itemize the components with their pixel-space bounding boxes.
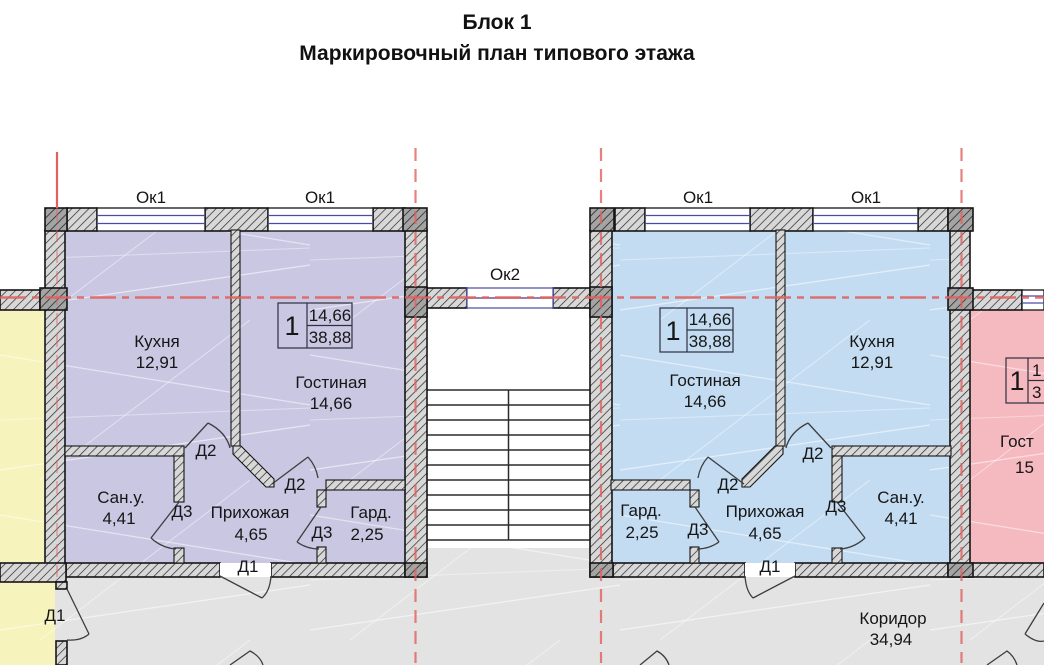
door-gap-left-d1: [220, 563, 271, 577]
label-ok2: Ок2: [490, 265, 520, 284]
stamp-far-right-number: 1: [1009, 366, 1024, 396]
party-wall-right: [949, 229, 971, 578]
door-d2-kitchen-right: [785, 422, 832, 449]
title-line1: Блок 1: [462, 11, 531, 34]
label-bathroom-left-area: 4,41: [102, 509, 135, 528]
label-d2-living-left: Д2: [285, 475, 306, 494]
label-hallway-left-area: 4,65: [234, 525, 267, 544]
door-d2-living-left: [271, 456, 319, 485]
partition-wardrobe-side-right: [689, 489, 700, 508]
partition-diagonal-left: [232, 445, 275, 488]
label-d3-bathroom-left: Д3: [172, 502, 193, 521]
door-d3-bathroom-right: [836, 501, 866, 550]
partition-bathroom-top-right: [831, 445, 952, 457]
label-d1-right: Д1: [760, 557, 781, 576]
label-hallway-right: Прихожая: [726, 502, 805, 521]
window-ok1-1: [96, 207, 206, 232]
stamp-far-right-top: 1: [1032, 361, 1041, 380]
partitions-right: [610, 229, 952, 564]
label-ok1-2: Ок1: [305, 188, 335, 207]
door-d1-left: [219, 575, 272, 599]
door-arc-bottom-2: [639, 650, 670, 665]
axis-lines: [0, 148, 1044, 663]
label-d1-far-left: Д1: [45, 606, 66, 625]
label-living-left: Гостиная: [295, 373, 366, 392]
label-ok1-4: Ок1: [851, 188, 881, 207]
label-hallway-right-area: 4,65: [748, 524, 781, 543]
partition-kitchen-living-right: [775, 229, 786, 447]
label-bathroom-left: Сан.у.: [97, 488, 145, 507]
door-d3-wardrobe-left: [296, 506, 322, 550]
label-d2-kitchen-left: Д2: [196, 441, 217, 460]
stamp-right-living-area: 14,66: [689, 310, 732, 329]
partition-wardrobe-side-left: [316, 489, 327, 508]
label-d3-wardrobe-right: Д3: [688, 520, 709, 539]
label-ok1-1: Ок1: [136, 188, 166, 207]
label-hallway-left: Прихожая: [211, 503, 290, 522]
label-corridor-area: 34,94: [870, 630, 913, 649]
label-living-right: Гостиная: [669, 371, 740, 390]
stamp-left-living-area: 14,66: [309, 306, 352, 325]
stamp-far-right-bottom: 3: [1032, 383, 1041, 402]
stamp-left-number: 1: [284, 311, 299, 341]
room-labels-left: Кухня 12,91 Гостиная 14,66 Сан.у. 4,41 П…: [97, 332, 391, 576]
label-bathroom-right: Сан.у.: [877, 488, 925, 507]
partition-bathroom-top-left: [64, 445, 185, 457]
label-bathroom-right-area: 4,41: [884, 509, 917, 528]
label-wardrobe-left: Гард.: [350, 503, 391, 522]
label-d2-living-right: Д2: [718, 475, 739, 494]
door-d2-kitchen-left: [184, 422, 231, 449]
label-wardrobe-left-area: 2,25: [350, 525, 383, 544]
room-labels-right: Гостиная 14,66 Кухня 12,91 Гард. 2,25 Пр…: [620, 332, 924, 576]
label-d2-kitchen-right: Д2: [803, 444, 824, 463]
label-wardrobe-right-area: 2,25: [625, 523, 658, 542]
partition-diagonal-right: [741, 445, 784, 488]
partition-bathroom-side-right: [831, 455, 843, 503]
stamp-far-right: 1 1 3: [1005, 357, 1044, 404]
door-arc-bottom-3: [986, 650, 1018, 665]
label-d1-left: Д1: [238, 557, 259, 576]
partitions-left: [64, 229, 406, 564]
window-ok1-3: [644, 207, 751, 232]
door-d3-bathroom-left: [150, 501, 180, 550]
partition-kitchen-living-left: [230, 229, 241, 447]
label-kitchen-left: Кухня: [134, 332, 180, 351]
stamp-right-total-area: 38,88: [689, 332, 732, 351]
label-wardrobe-right: Гард.: [620, 501, 661, 520]
title-line2: Маркировочный план типового этажа: [299, 42, 695, 65]
window-far-right: [1021, 289, 1044, 311]
label-kitchen-right-area: 12,91: [851, 353, 894, 372]
party-wall-left: [44, 229, 66, 578]
door-gap-right-d1: [745, 563, 795, 577]
label-kitchen-right: Кухня: [849, 332, 895, 351]
window-labels: Ок1 Ок1 Ок1 Ок1 Ок2: [136, 188, 881, 284]
label-d3-bathroom-right: Д3: [826, 497, 847, 516]
label-corridor: Коридор: [859, 609, 926, 628]
stamp-right: 1 14,66 38,88: [659, 307, 734, 353]
window-ok1-2: [267, 207, 374, 232]
label-kitchen-left-area: 12,91: [136, 353, 179, 372]
label-far-right-room: Гост: [1000, 432, 1034, 451]
label-living-right-area: 14,66: [684, 392, 727, 411]
label-ok1-3: Ок1: [683, 188, 713, 207]
stamp-right-number: 1: [665, 316, 680, 346]
door-d1-far-left: [66, 588, 90, 641]
partition-bathroom-side-left: [173, 455, 185, 503]
partition-wardrobe-top-right: [610, 479, 691, 491]
label-living-left-area: 14,66: [310, 394, 353, 413]
door-arc-bottom-1: [229, 650, 264, 665]
stamp-left: 1 14,66 38,88: [277, 302, 353, 349]
door-arc-right-edge: [1024, 602, 1044, 642]
label-far-right-area: 15: [1015, 458, 1034, 477]
door-d1-right: [744, 575, 796, 599]
label-d3-wardrobe-left: Д3: [312, 523, 333, 542]
door-d2-living-right: [697, 456, 745, 485]
staircase: [427, 389, 590, 541]
partition-wardrobe-top-left: [325, 479, 406, 491]
window-ok1-4: [812, 207, 919, 232]
stamp-left-total-area: 38,88: [309, 328, 352, 347]
door-d3-wardrobe-right: [694, 506, 720, 550]
doors: [66, 422, 1044, 665]
